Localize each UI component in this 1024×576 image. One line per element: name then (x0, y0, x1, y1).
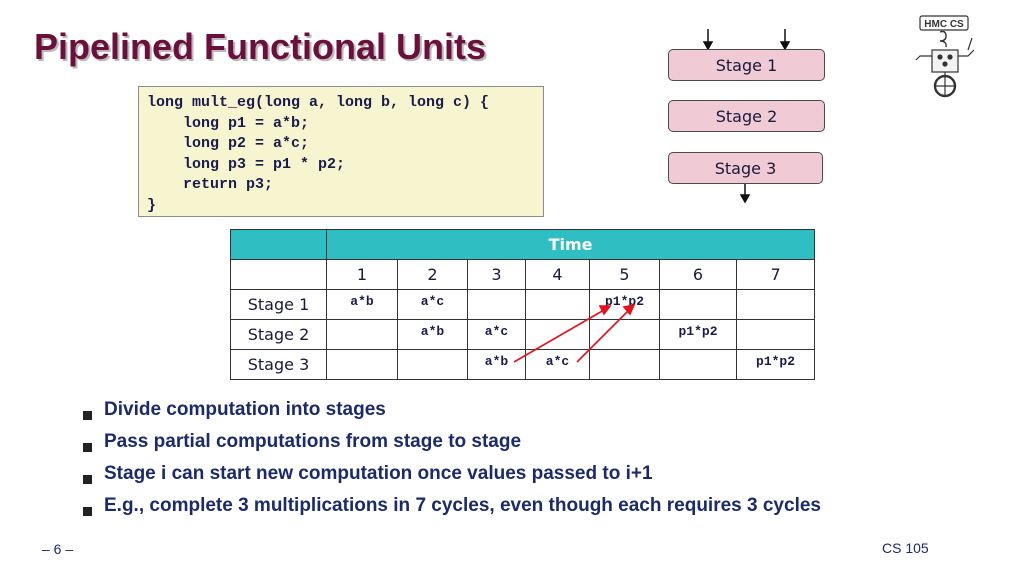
pipeline-timing-table: Time 1 2 3 4 5 6 7 Stage 1 a*b a*c p1*p2… (230, 229, 816, 380)
cell-s1-t5: p1*p2 (589, 289, 660, 320)
input-arrowhead-right (779, 41, 791, 51)
time-col-3: 3 (467, 259, 526, 290)
cell-s1-t6 (659, 289, 737, 320)
row-label-stage-3: Stage 3 (230, 349, 327, 380)
hmc-cs-logo: HMC CS (915, 15, 975, 98)
code-block: long mult_eg(long a, long b, long c) { l… (138, 86, 544, 217)
time-col-5: 5 (589, 259, 660, 290)
table-corner-cell (230, 229, 327, 260)
cell-s3-t2 (397, 349, 468, 380)
time-header: Time (325, 229, 816, 260)
cell-s2-t1 (326, 319, 398, 350)
slide-title: Pipelined Functional Units (34, 26, 487, 67)
cell-s3-t4: a*c (525, 349, 590, 380)
row-label-stage-2: Stage 2 (230, 319, 327, 350)
time-col-2: 2 (397, 259, 468, 290)
stage-box-2: Stage 2 (668, 100, 825, 132)
cell-s2-t3: a*c (467, 319, 526, 350)
cell-s1-t7 (735, 289, 816, 320)
stage-box-1: Stage 1 (668, 49, 825, 81)
time-col-1: 1 (326, 259, 398, 290)
input-arrowhead-left (702, 41, 714, 51)
blank-cell (230, 259, 327, 290)
row-label-stage-1: Stage 1 (230, 289, 327, 320)
cell-s1-t1: a*b (326, 289, 398, 320)
course-label: CS 105 (882, 540, 929, 556)
bullet-square-icon (83, 443, 92, 452)
bullet-list: Divide computation into stages Pass part… (80, 399, 821, 527)
cell-s2-t6: p1*p2 (659, 319, 737, 350)
bullet-item: Stage i can start new computation once v… (80, 463, 821, 495)
code-text: long mult_eg(long a, long b, long c) { l… (147, 94, 490, 214)
table-row-stage-3: Stage 3 a*b a*c p1*p2 (230, 349, 816, 380)
time-col-7: 7 (735, 259, 816, 290)
cell-s3-t3: a*b (467, 349, 526, 380)
cell-s1-t4 (525, 289, 590, 320)
time-col-6: 6 (659, 259, 737, 290)
bullet-item: E.g., complete 3 multiplications in 7 cy… (80, 495, 821, 527)
bullet-square-icon (83, 411, 92, 420)
table-row-stage-2: Stage 2 a*b a*c p1*p2 (230, 319, 816, 350)
time-col-4: 4 (525, 259, 590, 290)
cell-s3-t7: p1*p2 (735, 349, 816, 380)
cell-s3-t1 (326, 349, 398, 380)
bullet-square-icon (83, 507, 92, 516)
bullet-item: Divide computation into stages (80, 399, 821, 431)
stage-box-3: Stage 3 (668, 152, 823, 184)
logo-text: HMC CS (924, 19, 964, 30)
table-row-stage-1: Stage 1 a*b a*c p1*p2 (230, 289, 816, 320)
cell-s2-t2: a*b (397, 319, 468, 350)
cell-s1-t3 (467, 289, 526, 320)
slide-number: – 6 – (42, 541, 74, 557)
cell-s1-t2: a*c (397, 289, 468, 320)
cell-s3-t6 (659, 349, 737, 380)
bullet-item: Pass partial computations from stage to … (80, 431, 821, 463)
output-arrowhead (739, 194, 751, 204)
cell-s2-t4 (525, 319, 590, 350)
cell-s3-t5 (589, 349, 660, 380)
cell-s2-t5 (589, 319, 660, 350)
cell-s2-t7 (735, 319, 816, 350)
bullet-square-icon (83, 475, 92, 484)
